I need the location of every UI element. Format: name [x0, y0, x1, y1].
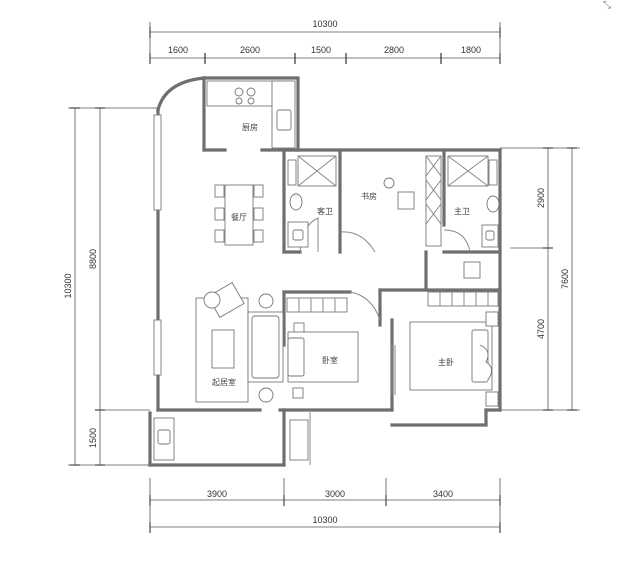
- room-label-master-bedroom: 主卧: [438, 357, 454, 367]
- bottom-total-dimension: 10300: [312, 515, 337, 525]
- right-total-dimension: 7600: [560, 269, 570, 289]
- bottom-dimension-2: 3000: [325, 489, 345, 499]
- balcony-fixtures: [153, 417, 175, 461]
- bottom-dimension-3: 3400: [433, 489, 453, 499]
- bottom-dimension-lines: 3900 3000 3400 10300: [149, 478, 501, 533]
- room-label-dining: 餐厅: [231, 213, 247, 222]
- master-bedroom-fixtures: [409, 311, 499, 407]
- room-label-study: 书房: [361, 191, 377, 201]
- walls: [148, 76, 502, 467]
- windows: [153, 114, 396, 395]
- top-dimension-3: 1500: [311, 45, 331, 55]
- room-label-living: 起居室: [212, 377, 236, 387]
- guest-bath-fixtures: [287, 155, 337, 248]
- left-total-dimension: 10300: [63, 273, 73, 298]
- study-fixtures: [383, 155, 442, 247]
- room-label-kitchen: 厨房: [242, 122, 258, 132]
- right-lower-dimension: 4700: [536, 319, 546, 339]
- left-dimension-lines: 10300 8800 1500: [63, 107, 160, 466]
- living-room-fixtures: [195, 281, 284, 403]
- right-upper-dimension: 2900: [536, 188, 546, 208]
- left-upper-dimension: 8800: [88, 249, 98, 269]
- top-dimension-2: 2600: [240, 45, 260, 55]
- top-total-dimension: 10300: [312, 19, 337, 29]
- top-dimension-1: 1600: [168, 45, 188, 55]
- expand-icon[interactable]: ⤡: [603, 0, 611, 11]
- room-label-bedroom: 卧室: [322, 355, 338, 365]
- left-lower-dimension: 1500: [88, 428, 98, 448]
- master-bath-fixtures: [447, 155, 500, 248]
- dining-table: [214, 184, 264, 246]
- kitchen-fixtures: [206, 80, 296, 149]
- room-label-master-bath: 主卫: [454, 206, 470, 216]
- bottom-dimension-1: 3900: [207, 489, 227, 499]
- room-labels: 厨房 餐厅 客卫 书房 主卫 起居室 卧室 主卧: [212, 122, 470, 387]
- right-dimension-lines: 2900 7600 4700: [500, 147, 580, 411]
- bedroom-fixtures: [286, 297, 359, 461]
- top-dimension-lines: 10300 1600 2600 1500 2800 1800: [149, 19, 501, 64]
- corridor-closet: [427, 261, 499, 307]
- door-swings: [299, 217, 471, 321]
- top-dimension-5: 1800: [461, 45, 481, 55]
- room-label-guest-bath: 客卫: [317, 206, 333, 216]
- top-dimension-4: 2800: [384, 45, 404, 55]
